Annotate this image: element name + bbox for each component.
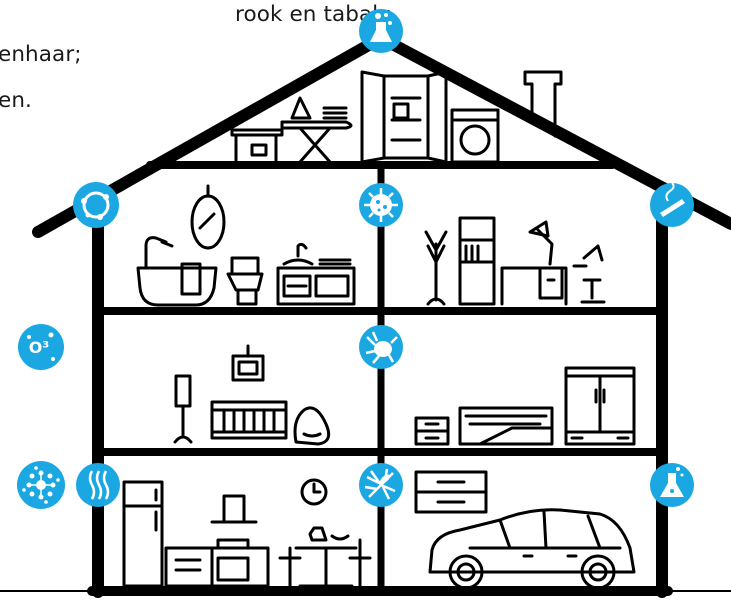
nursery bbox=[175, 346, 329, 444]
cigarette-smoke-icon bbox=[650, 183, 694, 227]
house-structure bbox=[0, 38, 731, 592]
kitchen bbox=[124, 480, 370, 586]
bedroom bbox=[416, 368, 634, 444]
pollutant-icons: O³ bbox=[17, 9, 694, 509]
dust-circle-icon bbox=[73, 182, 119, 228]
dust-mite-icon bbox=[359, 325, 403, 369]
mosquito-icon bbox=[359, 463, 403, 507]
flask-bubbles-icon bbox=[359, 9, 403, 53]
pollen-icon bbox=[17, 461, 65, 509]
bathroom bbox=[138, 186, 354, 305]
office bbox=[426, 218, 604, 304]
humidity-waves-icon bbox=[76, 463, 120, 507]
garage bbox=[416, 472, 634, 588]
ozone-o3-icon: O³ bbox=[18, 324, 64, 370]
chemical-flask-icon bbox=[650, 463, 694, 507]
virus-spore-icon bbox=[359, 183, 403, 227]
ozone-label: O³ bbox=[29, 338, 50, 357]
